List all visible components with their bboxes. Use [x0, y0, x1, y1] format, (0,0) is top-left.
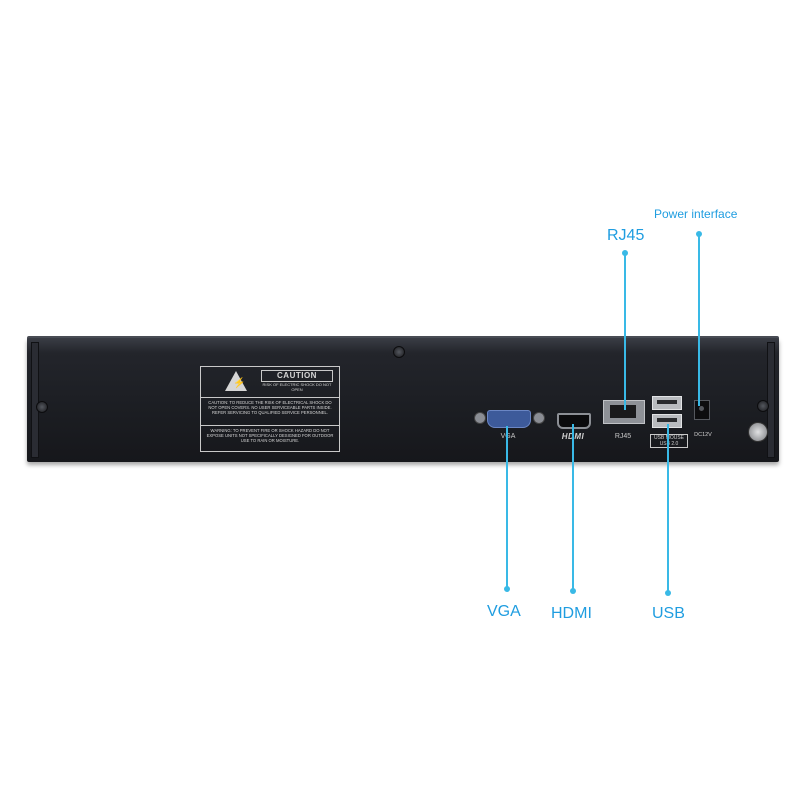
caution-divider — [201, 425, 339, 426]
callout-rj45: RJ45 — [607, 227, 645, 244]
callout-usb-dot — [665, 590, 671, 596]
callout-usb-line — [667, 424, 669, 592]
dc-power-pin — [699, 406, 704, 411]
callout-power-interface: Power interface — [654, 207, 738, 221]
ground-terminal-icon — [748, 422, 768, 442]
hdmi-port — [557, 413, 591, 429]
vga-screw-left — [474, 412, 486, 424]
usb-version-label: USB 2.0 — [659, 441, 679, 447]
rj45-port-label: RJ45 — [614, 433, 632, 440]
caution-subtitle: RISK OF ELECTRIC SHOCK DO NOT OPEN — [262, 382, 332, 392]
callout-vga-line — [506, 426, 508, 588]
caution-text: CAUTION: TO REDUCE THE RISK OF ELECTRICA… — [208, 400, 332, 416]
callout-hdmi-line — [572, 424, 574, 590]
callout-hdmi-dot — [570, 588, 576, 594]
vga-port-label: VGA — [490, 433, 526, 440]
caution-header-row: ⚡ CAUTION RISK OF ELECTRIC SHOCK DO NOT … — [201, 367, 339, 398]
usb-port-top-slot — [657, 400, 677, 404]
usb-port-bottom-slot — [657, 418, 677, 422]
usb-port-tag: USB MOUSE USB 2.0 — [650, 434, 688, 448]
dc-port-label: DC12V — [694, 432, 712, 438]
callout-power-line — [698, 234, 700, 406]
right-side-ridge — [767, 342, 775, 458]
vga-screw-right — [533, 412, 545, 424]
rj45-socket — [610, 405, 636, 418]
caution-label: ⚡ CAUTION RISK OF ELECTRIC SHOCK DO NOT … — [200, 366, 340, 452]
warning-text: WARNING: TO PREVENT FIRE OR SHOCK HAZARD… — [206, 428, 334, 444]
left-side-ridge — [31, 342, 39, 458]
warning-triangle-icon — [225, 371, 247, 391]
callout-vga: VGA — [487, 603, 521, 620]
callout-usb: USB — [652, 605, 685, 622]
vga-port — [487, 410, 531, 428]
callout-vga-dot — [504, 586, 510, 592]
top-screw — [393, 346, 405, 358]
callout-rj45-line — [624, 253, 626, 410]
caution-title: CAUTION — [261, 370, 333, 382]
left-screw — [36, 401, 48, 413]
callout-hdmi: HDMI — [551, 605, 592, 622]
lightning-bolt-icon: ⚡ — [233, 378, 246, 389]
right-screw — [757, 400, 769, 412]
